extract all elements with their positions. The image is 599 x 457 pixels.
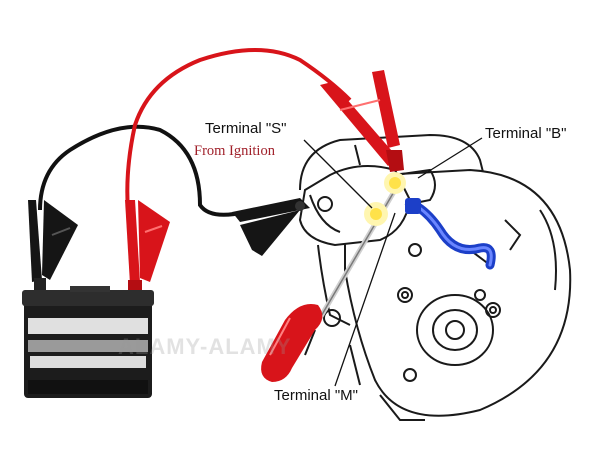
label-terminal-b: Terminal "B" — [485, 125, 567, 142]
watermark: ALAMY-ALAMY — [118, 334, 292, 359]
red-clamp-battery-icon — [125, 200, 170, 298]
label-terminal-s: Terminal "S" — [205, 120, 287, 137]
label-from-ignition: From Ignition — [194, 143, 275, 159]
leader-lines — [303, 137, 483, 387]
starter-motor-icon — [298, 133, 572, 421]
red-clamp-terminal-b-icon — [320, 70, 404, 172]
black-clamp-battery-icon — [28, 200, 78, 298]
battery-icon — [22, 286, 154, 398]
black-clamp-starter-icon — [232, 198, 310, 256]
positive-cable — [125, 48, 352, 211]
spark-icon — [364, 172, 406, 226]
label-terminal-m: Terminal "M" — [274, 387, 358, 404]
negative-cable — [38, 124, 291, 217]
blue-wire-icon — [405, 198, 496, 270]
